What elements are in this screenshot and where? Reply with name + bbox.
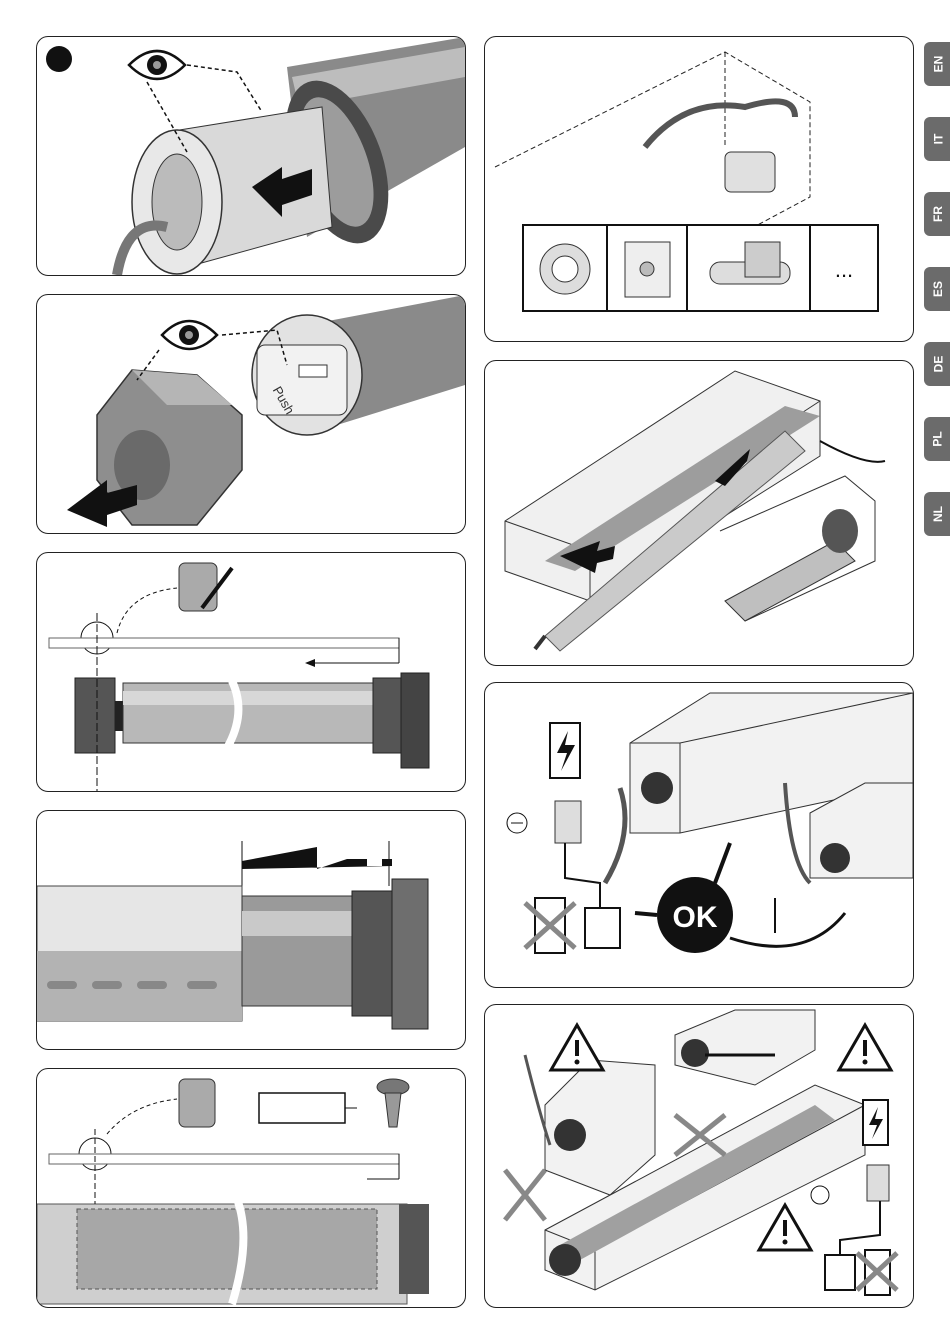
step-panel-1 [36,36,466,276]
step-panel-8: OK [484,682,914,988]
no-power-icon [857,1250,897,1295]
switch-icon [825,1255,855,1290]
more-brackets-label: ... [835,257,853,282]
pencil-note-icon [179,563,232,611]
lang-tab-en[interactable]: EN [924,42,950,86]
warning-triangle-icon [839,1025,891,1070]
motor-ring-illustration [37,37,465,275]
lang-tab-label: FR [931,206,945,222]
lang-tab-label: EN [931,56,945,73]
measure-illustration [37,553,465,791]
ground-icon [811,1186,829,1204]
lang-tab-it[interactable]: IT [924,117,950,161]
step-panel-7 [484,360,914,666]
warning-triangle-icon [551,1025,603,1070]
step-marker [46,46,72,72]
lang-tab-label: DE [931,356,945,373]
wiring-ok-illustration: OK [485,683,913,987]
circuit-breaker-icon [867,1165,889,1201]
bracket-plate-icon [625,242,670,297]
insert-tube-illustration [37,811,465,1049]
step-panel-3 [36,552,466,792]
lang-tab-label: NL [931,506,945,522]
circuit-breaker-icon [555,801,581,843]
step-panel-6: ... [484,36,914,342]
eye-icon [129,51,185,79]
switch-icon [585,908,620,948]
lang-tab-es[interactable]: ES [924,267,950,311]
tube-install-illustration [485,361,913,665]
lang-tab-label: PL [931,431,945,446]
lang-tab-label: IT [931,134,945,145]
ground-icon [507,813,527,833]
lang-tab-pl[interactable]: PL [924,417,950,461]
step-panel-4 [36,810,466,1050]
mains-warning-icon [550,723,580,778]
mains-warning-icon [863,1100,888,1145]
eye-icon [162,321,217,349]
warning-triangle-icon [759,1205,811,1250]
lang-tab-label: ES [931,281,945,297]
bracket-types-illustration: ... [485,37,913,341]
step-panel-2: Push [36,294,466,534]
lang-tab-fr[interactable]: FR [924,192,950,236]
screw-measure-illustration [37,1069,465,1307]
wiring-warning-illustration [485,1005,913,1307]
lang-tab-nl[interactable]: NL [924,492,950,536]
step-panel-9 [484,1004,914,1308]
crown-push-illustration: Push [37,295,465,533]
ok-badge: OK [673,901,718,934]
step-panel-5 [36,1068,466,1308]
screw-icon [377,1079,409,1127]
bracket-round-icon [540,244,590,294]
lang-tab-de[interactable]: DE [924,342,950,386]
no-power-icon [525,898,575,953]
